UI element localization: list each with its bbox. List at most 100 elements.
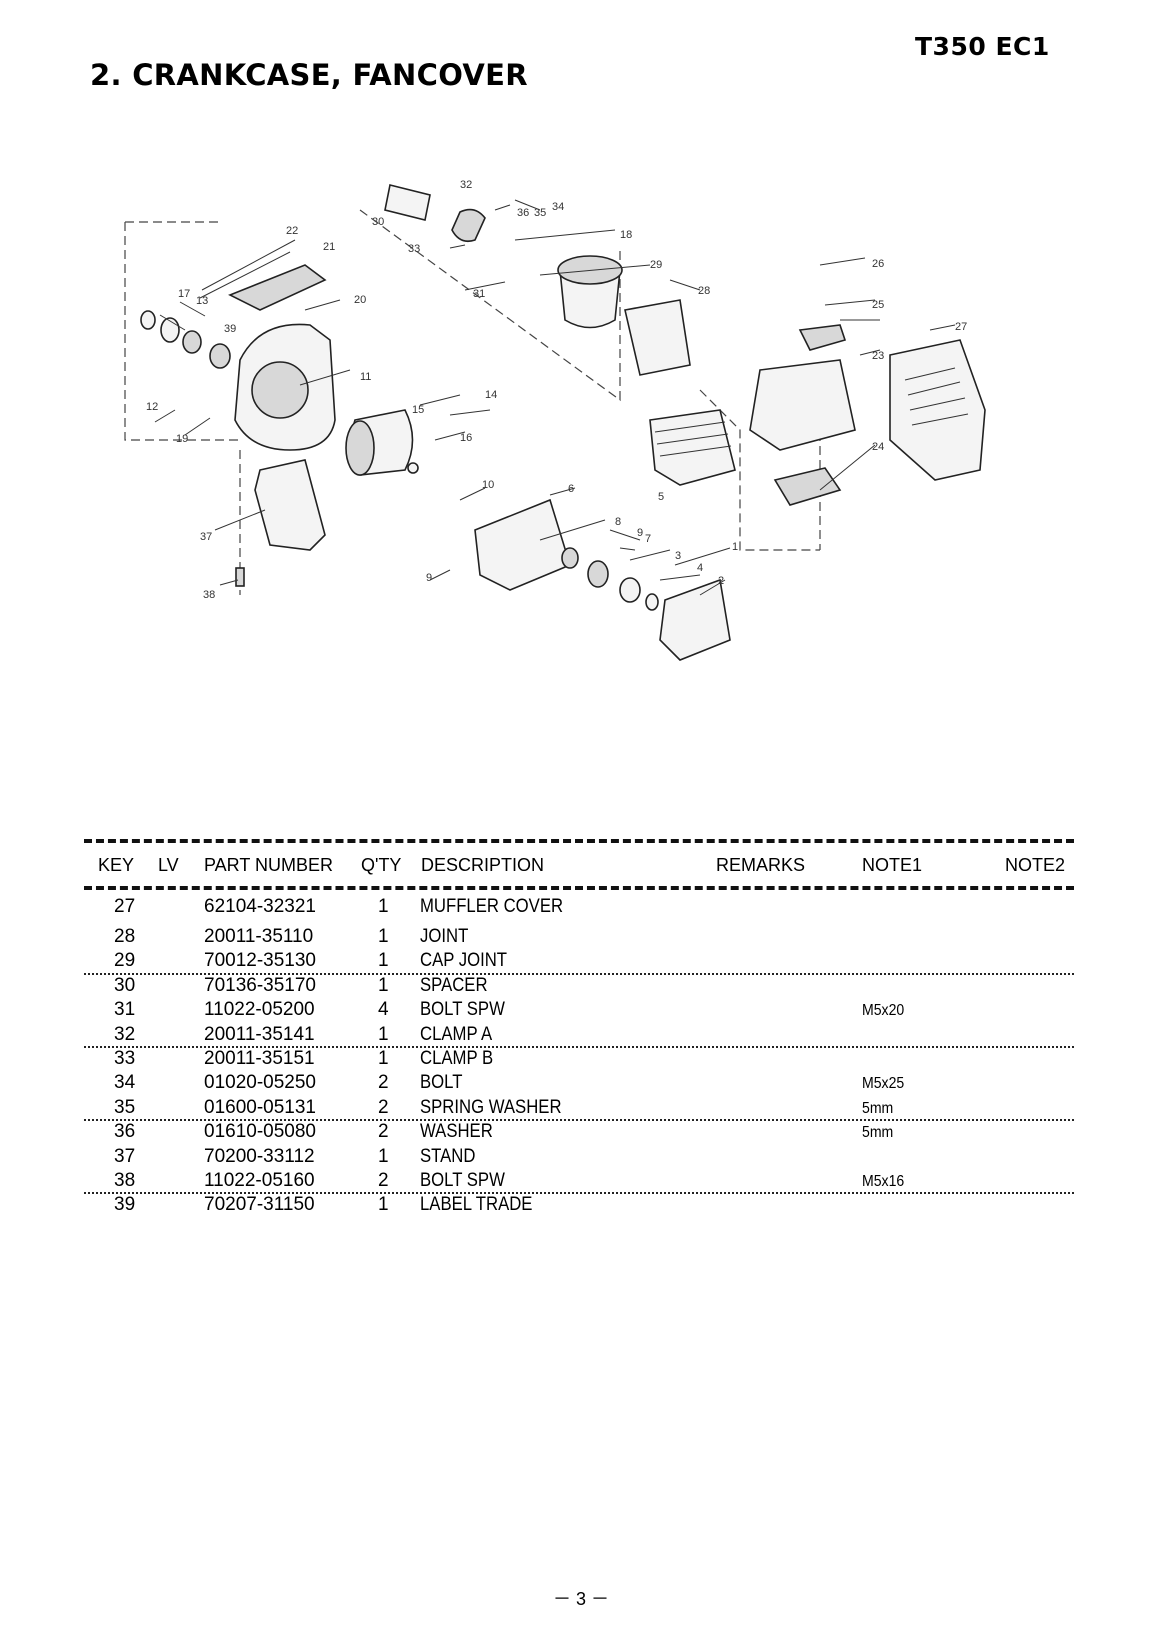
table-row: 27 62104-32321 1 MUFFLER COVER: [84, 896, 1074, 926]
cell-description: SPACER: [420, 974, 488, 996]
cell-note1: 5mm: [862, 1099, 894, 1117]
cell-qty: 1: [378, 1047, 389, 1069]
table-row: 30 70136-35170 1 SPACER: [84, 975, 1074, 999]
cell-qty: 1: [378, 926, 389, 947]
callout: 21: [323, 241, 335, 253]
callout: 15: [412, 404, 424, 416]
cell-part-number: 20011-35141: [204, 1023, 315, 1045]
parts-table: 27 62104-32321 1 MUFFLER COVER 28 20011-…: [84, 896, 1074, 1219]
cell-note1: M5x16: [862, 1172, 905, 1190]
cell-description: BOLT SPW: [420, 999, 505, 1021]
col-header-part-number: PART NUMBER: [204, 855, 334, 875]
callout: 13: [196, 295, 208, 307]
cell-qty: 2: [378, 1169, 389, 1191]
callout: 23: [872, 350, 884, 362]
table-row: 38 11022-05160 2 BOLT SPW M5x16: [84, 1169, 1074, 1195]
callout: 5: [658, 491, 664, 503]
cell-note1: M5x20: [862, 1002, 905, 1020]
cell-part-number: 20011-35151: [204, 1047, 315, 1069]
callout: 39: [224, 323, 236, 335]
cell-qty: 1: [378, 1145, 389, 1167]
callout: 28: [698, 285, 710, 297]
callout: 9: [637, 527, 643, 539]
table-top-rule: [84, 839, 1074, 843]
cell-description: JOINT: [420, 926, 469, 947]
callout: 34: [552, 201, 564, 213]
callout: 27: [955, 321, 967, 333]
callout: 36: [517, 207, 529, 219]
callout: 35: [534, 207, 546, 219]
cell-key: 30: [114, 974, 136, 996]
callout: 24: [872, 441, 884, 453]
cell-part-number: 01020-05250: [204, 1072, 316, 1094]
page-number: － 3 －: [553, 1589, 610, 1609]
cell-description: BOLT: [420, 1072, 463, 1094]
col-header-key: KEY: [98, 855, 135, 875]
table-header-rule: [84, 886, 1074, 890]
exploded-parts-diagram: 1 2 3 4 5 6 7 8 9 9 10 11 12 13 14 15 16…: [124, 179, 986, 661]
col-header-description: DESCRIPTION: [421, 855, 545, 875]
cell-key: 32: [114, 1023, 136, 1045]
table-row: 39 70207-31150 1 LABEL TRADE: [84, 1194, 1074, 1218]
cell-key: 35: [114, 1096, 136, 1118]
callout: 25: [872, 299, 884, 311]
cell-part-number: 70136-35170: [204, 974, 316, 996]
table-row: 28 20011-35110 1 JOINT: [84, 926, 1074, 950]
callout: 22: [286, 225, 298, 237]
col-header-note1: NOTE1: [862, 855, 923, 875]
cell-description: CLAMP B: [420, 1047, 494, 1069]
cell-description: CLAMP A: [420, 1023, 493, 1045]
cell-qty: 2: [378, 1096, 389, 1118]
table-row: 29 70012-35130 1 CAP JOINT: [84, 950, 1074, 975]
callout: 37: [200, 531, 212, 543]
col-header-note2: NOTE2: [1005, 855, 1066, 875]
col-header-lv: LV: [158, 855, 179, 875]
callout: 20: [354, 294, 366, 306]
cell-qty: 2: [378, 1121, 389, 1143]
model-name: T350 EC1: [915, 32, 1050, 61]
callout: 14: [485, 389, 497, 401]
callout: 17: [178, 288, 190, 300]
cell-part-number: 01600-05131: [204, 1096, 316, 1118]
callout: 31: [473, 288, 485, 300]
callout: 4: [697, 562, 703, 574]
cell-key: 28: [114, 926, 136, 947]
cell-key: 31: [114, 999, 136, 1021]
cell-description: SPRING WASHER: [420, 1096, 562, 1118]
cell-qty: 2: [378, 1072, 389, 1094]
cell-part-number: 11022-05200: [204, 999, 315, 1021]
callout: 32: [460, 179, 472, 191]
callout: 18: [620, 229, 632, 241]
callout: 2: [718, 575, 724, 587]
cell-description: STAND: [420, 1145, 476, 1167]
cell-qty: 4: [378, 999, 389, 1021]
cell-part-number: 01610-05080: [204, 1121, 316, 1143]
col-header-remarks: REMARKS: [716, 855, 806, 875]
diagram-callouts: 1 2 3 4 5 6 7 8 9 9 10 11 12 13 14 15 16…: [146, 179, 967, 601]
cell-part-number: 20011-35110: [204, 926, 314, 947]
table-row: 36 01610-05080 2 WASHER 5mm: [84, 1121, 1074, 1145]
col-header-qty: Q'TY: [361, 855, 402, 875]
cell-description: LABEL TRADE: [420, 1194, 533, 1216]
cell-key: 36: [114, 1121, 136, 1143]
table-row: 32 20011-35141 1 CLAMP A: [84, 1024, 1074, 1048]
cell-key: 29: [114, 950, 136, 972]
cell-key: 37: [114, 1145, 136, 1167]
cell-description: WASHER: [420, 1121, 493, 1143]
callout: 9: [426, 572, 432, 584]
cell-key: 38: [114, 1169, 136, 1191]
cell-qty: 1: [378, 950, 389, 972]
cell-part-number: 11022-05160: [204, 1169, 315, 1191]
callout: 30: [372, 216, 384, 228]
callout: 3: [675, 550, 681, 562]
cell-part-number: 62104-32321: [204, 896, 316, 917]
cell-part-number: 70207-31150: [204, 1194, 315, 1216]
callout: 8: [615, 516, 621, 528]
cell-key: 27: [114, 896, 136, 917]
cell-note1: 5mm: [862, 1124, 894, 1142]
callout: 1: [732, 541, 738, 553]
page-title: 2. CRANKCASE, FANCOVER: [90, 58, 528, 92]
callout: 33: [408, 243, 420, 255]
callout: 6: [568, 483, 574, 495]
cell-key: 34: [114, 1072, 136, 1094]
